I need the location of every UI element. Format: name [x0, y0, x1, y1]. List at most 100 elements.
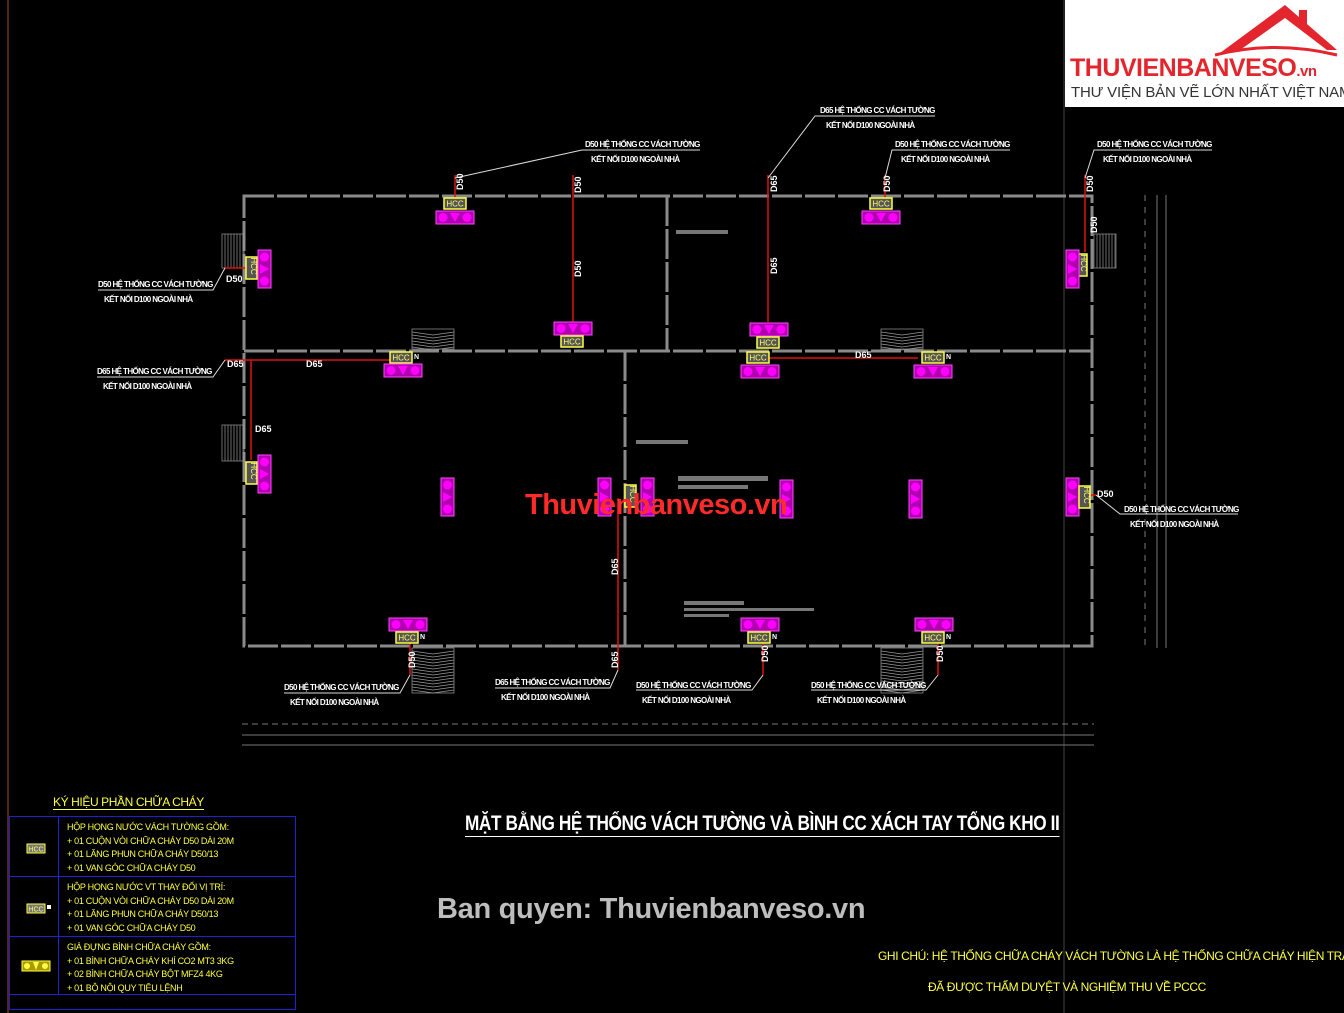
callout-line-1: D50 HỆ THỐNG CC VÁCH TƯỜNG: [98, 279, 213, 289]
legend-row: GIÁ ĐỰNG BÌNH CHỮA CHÁY GỒM: + 01 BÌNH CH…: [10, 937, 295, 995]
annotation-blocks: [636, 230, 814, 617]
svg-text:HCC: HCC: [749, 354, 767, 363]
hydrant-cabinet: HCC: [245, 256, 258, 280]
extinguisher-rack-icon: [440, 477, 455, 517]
extinguisher-rack-icon: [257, 249, 272, 289]
grid-axis-lines: [242, 195, 1167, 746]
hydrant-cabinet: HCC: [869, 197, 893, 210]
extinguisher-rack-icon: [749, 322, 789, 337]
extinguisher-rack-icon: [861, 210, 901, 225]
svg-text:HCC: HCC: [628, 485, 637, 503]
callout-line-2: KẾT NỐI D100 NGOÀI NHÀ: [817, 695, 906, 705]
pipe-size-label: D65: [769, 175, 779, 192]
callout-line-2: KẾT NỐI D100 NGOÀI NHÀ: [826, 120, 915, 130]
svg-text:HCC: HCC: [28, 847, 43, 854]
legend-line: + 01 LĂNG PHUN CHỮA CHÁY D50/13: [67, 849, 219, 859]
callout-line-1: D50 HỆ THỐNG CC VÁCH TƯỜNG: [284, 682, 399, 692]
pipe-size-label: D50: [1097, 489, 1114, 499]
callout-line-1: D65 HỆ THỐNG CC VÁCH TƯỜNG: [97, 366, 212, 376]
relocated-mark: N: [414, 354, 419, 361]
extinguisher-rack-icon: [597, 477, 612, 517]
legend-line: + 01 CUỘN VÒI CHỮA CHÁY D50 DÀI 20M: [67, 835, 234, 846]
callout-line-2: KẾT NỐI D100 NGOÀI NHÀ: [103, 381, 192, 391]
pipe-size-label: D65: [855, 350, 872, 360]
hydrant-cabinet: HCC: [245, 461, 258, 485]
relocated-mark: N: [772, 634, 777, 641]
hydrant-cabinet: HCC: [624, 484, 637, 508]
extinguisher-rack-icon: [388, 617, 428, 632]
pipe-size-label: D65: [610, 651, 620, 668]
relocated-hydrant-cabinet: HCC N: [389, 351, 419, 364]
callout-line-1: D65 HỆ THỐNG CC VÁCH TƯỜNG: [820, 105, 935, 115]
callout-line-1: D50 HỆ THỐNG CC VÁCH TƯỜNG: [811, 680, 926, 690]
extinguisher-rack-icon: [740, 364, 780, 379]
hydrant-cabinet-icon: HCC: [26, 843, 46, 854]
extinguisher-rack-icon: [435, 210, 475, 225]
hydrant-cabinet: HCC: [443, 197, 467, 210]
callout-line-2: KẾT NỐI D100 NGOÀI NHÀ: [901, 154, 990, 164]
pipe-size-label: D50: [407, 651, 417, 668]
pipe-callout: D65 HỆ THỐNG CC VÁCH TƯỜNG KẾT NỐI D100 N…: [97, 366, 213, 391]
svg-text:HCC: HCC: [759, 339, 777, 348]
hydrant-cabinet: HCC: [746, 351, 770, 364]
callout-line-2: KẾT NỐI D100 NGOÀI NHÀ: [104, 294, 193, 304]
extinguisher-rack-icon: [640, 477, 655, 517]
hydrant-cabinet: HCC: [756, 336, 780, 349]
relocated-mark: N: [420, 634, 425, 641]
legend-symbol: HCC: [10, 877, 59, 936]
svg-text:HCC: HCC: [1079, 254, 1088, 272]
pipe-size-label: D50: [1089, 216, 1099, 233]
legend-line: GIÁ ĐỰNG BÌNH CHỮA CHÁY GỒM:: [67, 942, 211, 952]
extinguisher-rack-icon: [908, 479, 923, 519]
pipe-size-label: D65: [306, 359, 323, 369]
pipe-callout: D50 HỆ THỐNG CC VÁCH TƯỜNG KẾT NỐI D100 N…: [636, 680, 752, 705]
callout-line-1: D50 HỆ THỐNG CC VÁCH TƯỜNG: [636, 680, 751, 690]
legend-line: + 01 VAN GÓC CHỮA CHÁY D50: [67, 862, 196, 873]
svg-text:HCC: HCC: [249, 462, 258, 480]
extinguisher-rack-icon: [383, 363, 423, 378]
callout-line-1: D50 HỆ THỐNG CC VÁCH TƯỜNG: [895, 139, 1010, 149]
extinguisher-rack-icon: [553, 321, 593, 336]
extinguisher-rack-icon: [257, 454, 272, 494]
relocated-mark: N: [946, 354, 951, 361]
pipe-callout: D50 HỆ THỐNG CC VÁCH TƯỜNG KẾT NỐI D100 N…: [895, 139, 1011, 164]
extinguisher-rack-icon: [779, 479, 794, 519]
hydrant-cabinet: HCC: [560, 335, 584, 348]
thuvienbanveso-logo: THUVIENBANVESO.vn THƯ VIỆN BẢN VẼ LỚN NH…: [1065, 0, 1344, 107]
callout-line-1: D50 HỆ THỐNG CC VÁCH TƯỜNG: [585, 139, 700, 149]
callout-line-2: KẾT NỐI D100 NGOÀI NHÀ: [501, 692, 590, 702]
pipe-callout: D65 HỆ THỐNG CC VÁCH TƯỜNG KẾT NỐI D100 N…: [495, 677, 611, 702]
legend-line: + 01 BÌNH CHỮA CHÁY KHÍ CO2 MT3 3KG: [67, 955, 234, 966]
relocated-hydrant-cabinet: HCC N: [395, 631, 425, 644]
legend-symbol: [10, 937, 59, 994]
svg-text:HCC: HCC: [872, 200, 890, 209]
svg-text:HCC: HCC: [28, 907, 43, 914]
note-line-2: ĐÃ ĐƯỢC THẨM DUYỆT VÀ NGHIỆM THU VỀ PCCC: [928, 980, 1206, 994]
legend-line: + 02 BÌNH CHỮA CHÁY BỘT MFZ4 4KG: [67, 969, 223, 979]
fire-pipes: [225, 175, 1096, 675]
legend-line: + 01 CUỘN VÒI CHỮA CHÁY D50 DÀI 20M: [67, 895, 234, 906]
callout-line-2: KẾT NỐI D100 NGOÀI NHÀ: [1103, 154, 1192, 164]
svg-text:HCC: HCC: [249, 257, 258, 275]
legend-table: HCC HỘP HỌNG NƯỚC VÁCH TƯỜNG GỒM:+ 01 CU…: [9, 816, 296, 1010]
pipe-size-label: D50: [226, 274, 243, 284]
svg-text:HCC: HCC: [563, 338, 581, 347]
pipe-size-label: D50: [760, 645, 770, 662]
callout-line-2: KẾT NỐI D100 NGOÀI NHÀ: [1130, 519, 1219, 529]
extinguisher-rack-icon: [913, 364, 953, 379]
callout-line-2: KẾT NỐI D100 NGOÀI NHÀ: [642, 695, 731, 705]
legend-title: KÝ HIỆU PHẦN CHỮA CHÁY: [53, 795, 204, 810]
callout-line-1: D65 HỆ THỐNG CC VÁCH TƯỜNG: [495, 677, 610, 687]
svg-text:HCC: HCC: [398, 634, 416, 643]
legend-line: HỘP HỌNG NƯỚC VT THAY ĐỔI VỊ TRÍ:: [67, 882, 226, 892]
legend-line: + 01 LĂNG PHUN CHỮA CHÁY D50/13: [67, 909, 219, 919]
svg-text:HCC: HCC: [392, 354, 410, 363]
pipe-size-label: D65: [227, 359, 244, 369]
callout-line-2: KẾT NỐI D100 NGOÀI NHÀ: [591, 154, 680, 164]
pipe-callout: D50 HỆ THỐNG CC VÁCH TƯỜNG KẾT NỐI D100 N…: [98, 279, 214, 304]
svg-text:HCC: HCC: [446, 200, 464, 209]
